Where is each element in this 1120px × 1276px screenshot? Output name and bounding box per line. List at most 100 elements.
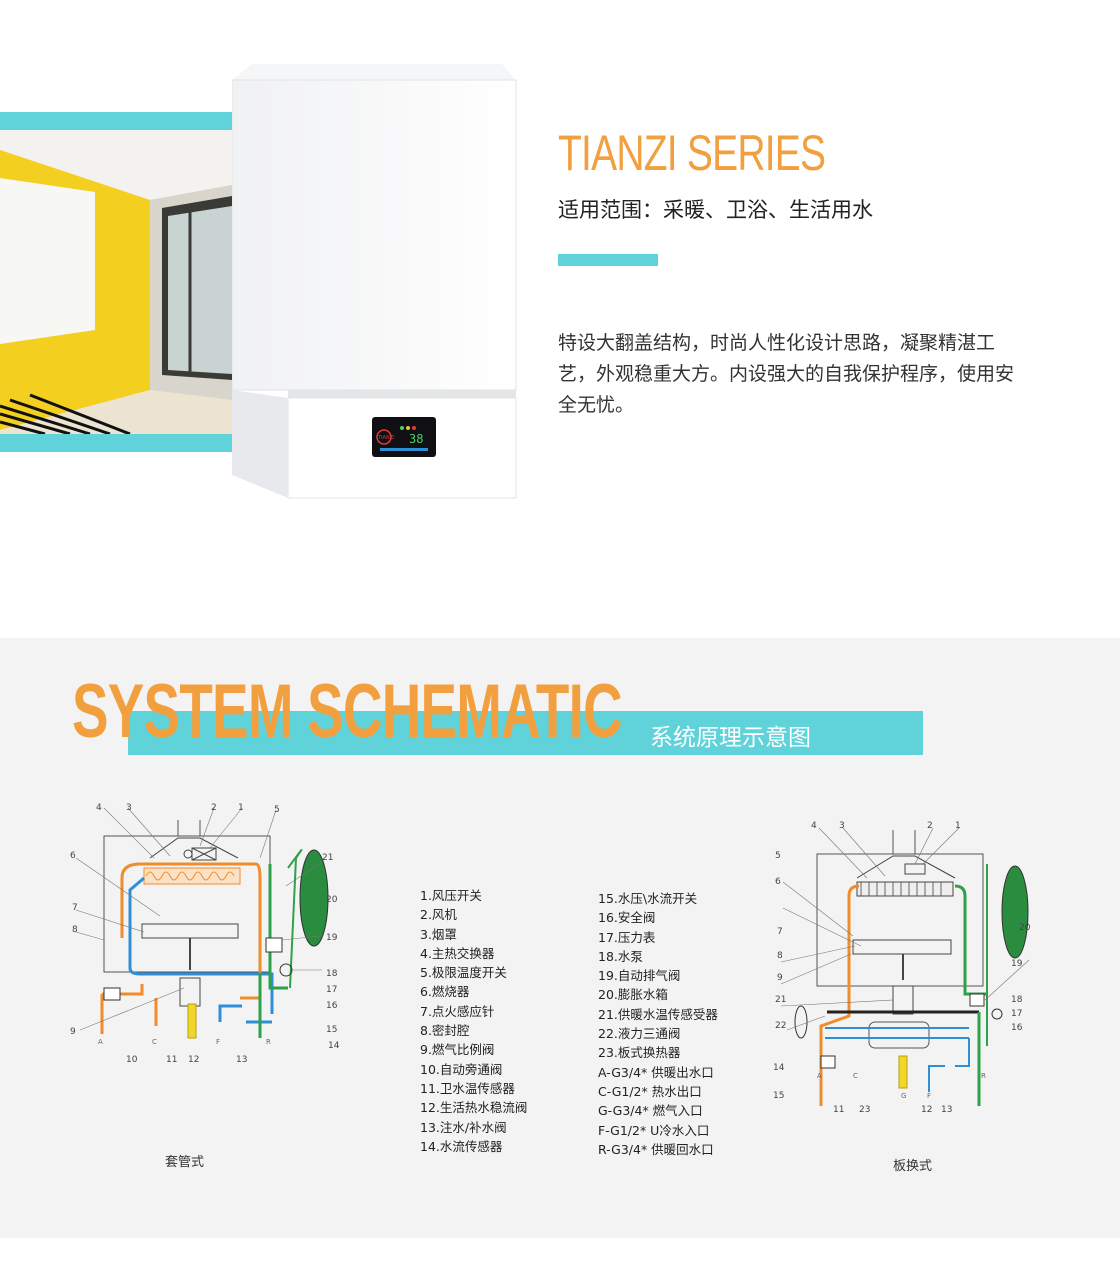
svg-text:C: C [152,1038,157,1046]
legend-item: 22.液力三通阀 [598,1026,681,1042]
boiler-product-image: TIANZI 38 [232,64,517,499]
accent-bar [558,254,658,266]
footer-strip [0,1238,1120,1276]
svg-text:23: 23 [859,1105,870,1115]
legend-item: 17.压力表 [598,929,656,945]
schematic-subtitle: 系统原理示意图 [650,725,811,751]
svg-text:A: A [817,1072,822,1080]
svg-text:F: F [927,1092,931,1100]
legend-item: 14.水流传感器 [420,1138,503,1154]
legend-item: 7.点火感应针 [420,1003,495,1019]
svg-text:3: 3 [839,821,845,831]
svg-text:5: 5 [274,805,280,815]
svg-text:F: F [216,1038,220,1046]
legend-item: 4.主热交换器 [420,945,495,961]
legend-item: 16.安全阀 [598,910,656,926]
series-title: TIANZI SERIES [558,125,826,181]
boiler-display: TIANZI 38 [372,417,436,457]
hero-section: TIANZI 38 TIANZI SERIES 适用范围：采暖、卫浴、生活用水 … [0,64,1078,499]
svg-text:9: 9 [777,973,783,983]
legend-item: C-G1/2* 热水出口 [598,1083,702,1099]
legend-item: 19.自动排气阀 [598,968,681,984]
legend-item: 20.膨胀水箱 [598,987,668,1003]
teal-band-top [0,112,232,130]
legend-item: 15.水压\水流开关 [598,891,698,906]
svg-text:13: 13 [941,1105,952,1115]
product-description: 特设大翻盖结构，时尚人性化设计思路，凝聚精湛工艺，外观稳重大方。内设强大的自我保… [558,332,1015,416]
svg-text:17: 17 [1011,1009,1022,1019]
svg-text:14: 14 [773,1063,785,1073]
schematic-title-bar [128,711,923,755]
svg-text:19: 19 [1011,959,1023,969]
svg-text:9: 9 [70,1027,76,1037]
svg-text:22: 22 [775,1021,786,1031]
legend-item: 18.水泵 [598,948,643,964]
svg-text:12: 12 [188,1055,199,1065]
svg-text:6: 6 [775,877,781,887]
caption-left: 套管式 [165,1155,205,1170]
legend-item: 6.燃烧器 [420,984,470,1000]
schematic-section: SYSTEM SCHEMATIC 系统原理示意图 [0,638,1120,1238]
legend-item: 21.供暖水温传感受器 [598,1006,718,1022]
legend-item: F-G1/2* U冷水入口 [598,1122,710,1138]
svg-text:4: 4 [811,821,817,831]
svg-text:G: G [901,1092,906,1100]
svg-text:16: 16 [326,1001,338,1011]
svg-text:2: 2 [927,821,933,831]
svg-text:12: 12 [921,1105,932,1115]
legend-left: 1.风压开关 2.风机 3.烟罩 4.主热交换器 5.极限温度开关 6.燃烧器 … [420,886,527,1156]
svg-text:16: 16 [1011,1023,1023,1033]
legend-item: 12.生活热水稳流阀 [420,1100,528,1116]
svg-text:3: 3 [126,803,132,813]
teal-band-bottom [0,434,232,452]
svg-text:4: 4 [96,803,102,813]
svg-text:5: 5 [775,851,781,861]
svg-text:7: 7 [777,927,783,937]
svg-text:17: 17 [326,985,337,995]
svg-text:21: 21 [775,995,786,1005]
svg-text:38: 38 [409,432,423,446]
legend-item: 5.极限温度开关 [420,965,507,981]
legend-item: 10.自动旁通阀 [420,1061,503,1077]
legend-item: 1.风压开关 [420,888,482,903]
svg-text:1: 1 [955,821,961,831]
legend-item: 13.注水/补水阀 [420,1119,507,1135]
svg-text:TIANZI: TIANZI [377,435,395,441]
svg-text:21: 21 [322,853,333,863]
legend-item: 8.密封腔 [420,1023,470,1039]
svg-text:7: 7 [72,903,78,913]
legend-item: G-G3/4* 燃气入口 [598,1103,703,1119]
svg-text:1: 1 [238,803,244,813]
svg-text:6: 6 [70,851,76,861]
legend-item: 9.燃气比例阀 [420,1042,495,1058]
svg-text:20: 20 [1019,923,1031,933]
legend-item: A-G3/4* 供暖出水口 [598,1064,714,1080]
legend-item: 2.风机 [420,907,457,923]
legend-item: R-G3/4* 供暖回水口 [598,1141,714,1157]
application-scope: 适用范围：采暖、卫浴、生活用水 [558,198,873,222]
svg-text:8: 8 [72,925,78,935]
legend-right: 15.水压\水流开关 16.安全阀 17.压力表 18.水泵 19.自动排气阀 … [598,889,718,1159]
svg-text:15: 15 [773,1091,784,1101]
caption-right: 板换式 [893,1159,933,1174]
svg-text:2: 2 [211,803,217,813]
svg-text:20: 20 [326,895,338,905]
hero-text: TIANZI SERIES 适用范围：采暖、卫浴、生活用水 特设大翻盖结构，时尚… [558,118,1078,421]
room-illustration [0,130,232,434]
svg-text:18: 18 [326,969,338,979]
svg-text:18: 18 [1011,995,1023,1005]
svg-text:11: 11 [833,1105,844,1115]
legend-item: 11.卫水温传感器 [420,1080,515,1096]
svg-text:R: R [981,1072,986,1080]
legend-item: 3.烟罩 [420,926,457,942]
svg-text:8: 8 [777,951,783,961]
legend-item: 23.板式换热器 [598,1045,681,1061]
svg-text:19: 19 [326,933,338,943]
svg-text:R: R [266,1038,271,1046]
schematic-title: SYSTEM SCHEMATIC [72,669,623,754]
room-photo [0,112,232,452]
svg-text:13: 13 [236,1055,247,1065]
svg-text:10: 10 [126,1055,138,1065]
